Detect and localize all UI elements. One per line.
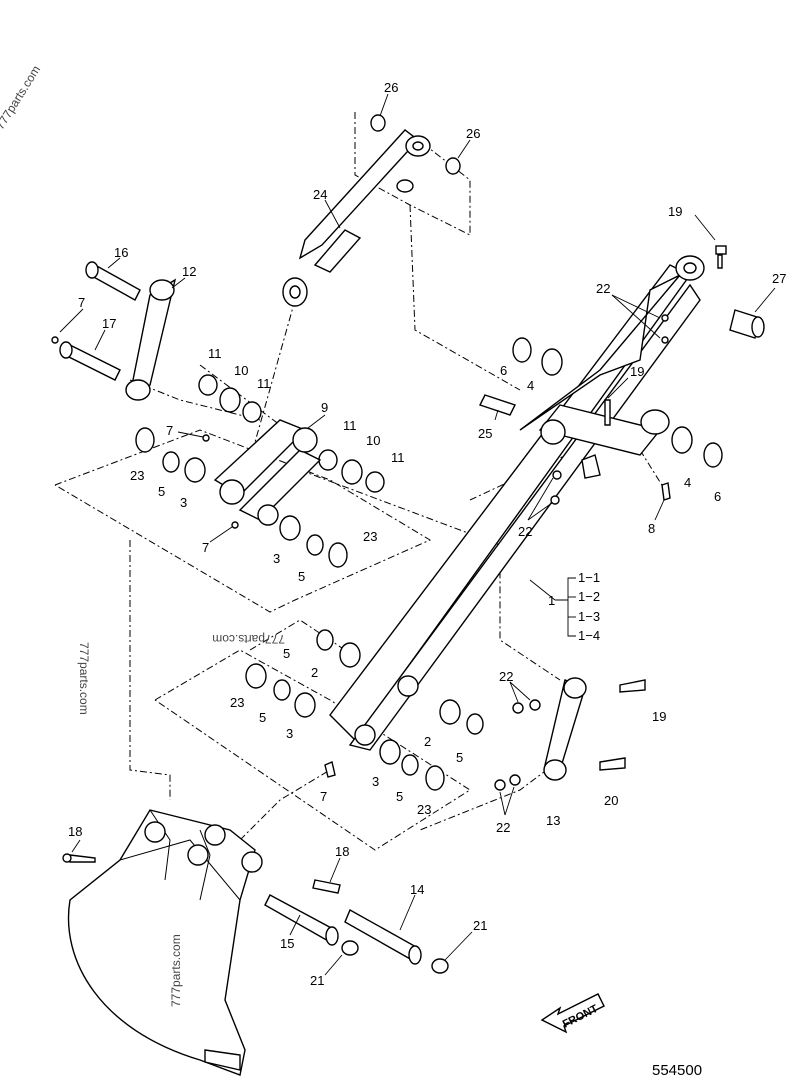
callout-25: 25 <box>478 426 492 441</box>
reference-number: 554500 <box>652 1062 702 1079</box>
callout-22: 22 <box>518 524 532 539</box>
callout-10: 10 <box>366 433 380 448</box>
callout-4: 4 <box>527 378 534 393</box>
callout-3: 3 <box>286 726 293 741</box>
callout-2: 2 <box>424 734 431 749</box>
callout-5: 5 <box>396 789 403 804</box>
bushings-11-10 <box>198 374 385 493</box>
watermark-center: 777parts.com <box>212 632 285 646</box>
bucket-cylinder <box>282 129 431 307</box>
leader-lines <box>59 93 776 976</box>
callout-19: 19 <box>668 204 682 219</box>
callout-8: 8 <box>648 521 655 536</box>
callout-7: 7 <box>202 540 209 555</box>
callout-11: 11 <box>257 376 271 391</box>
seal-rings-26 <box>370 114 461 175</box>
callout-labels: 26 26 24 16 12 7 17 11 10 11 9 7 11 10 1… <box>68 80 786 988</box>
callout-5: 5 <box>158 484 165 499</box>
callout-20: 20 <box>604 793 618 808</box>
callout-26: 26 <box>466 126 480 141</box>
lower-arm-bushings <box>245 629 484 791</box>
callout-1-2: 1−2 <box>578 589 600 604</box>
callout-27: 27 <box>772 271 786 286</box>
callout-6: 6 <box>714 489 721 504</box>
bucket <box>67 809 263 1076</box>
callout-22: 22 <box>496 820 510 835</box>
callout-24: 24 <box>313 187 327 202</box>
callout-19: 19 <box>630 364 644 379</box>
front-direction-arrow: FRONT <box>540 993 605 1034</box>
callout-5: 5 <box>298 569 305 584</box>
callout-1: 1 <box>548 593 555 608</box>
callout-7: 7 <box>166 423 173 438</box>
callout-23: 23 <box>363 529 377 544</box>
arm-assembly-1 <box>329 255 705 751</box>
callout-11: 11 <box>343 418 357 433</box>
callout-23: 23 <box>417 802 431 817</box>
callout-22: 22 <box>499 669 513 684</box>
callout-18: 18 <box>68 824 82 839</box>
pins-and-link-12 <box>51 261 177 401</box>
callout-11: 11 <box>208 346 222 361</box>
link-9 <box>202 419 322 529</box>
callout-23: 23 <box>130 468 144 483</box>
callout-10: 10 <box>234 363 248 378</box>
callout-5: 5 <box>283 646 290 661</box>
callout-9: 9 <box>321 400 328 415</box>
callout-13: 13 <box>546 813 560 828</box>
callout-4: 4 <box>684 475 691 490</box>
callout-1-1: 1−1 <box>578 570 600 585</box>
callout-26: 26 <box>384 80 398 95</box>
callout-16: 16 <box>114 245 128 260</box>
callout-15: 15 <box>280 936 294 951</box>
callout-21: 21 <box>310 973 324 988</box>
callout-5: 5 <box>456 750 463 765</box>
left-seal-group <box>135 427 348 568</box>
bucket-pins <box>62 853 449 974</box>
link-13 <box>494 677 646 791</box>
callout-7: 7 <box>320 789 327 804</box>
callout-3: 3 <box>273 551 280 566</box>
callout-3: 3 <box>180 495 187 510</box>
callout-18: 18 <box>335 844 349 859</box>
callout-12: 12 <box>182 264 196 279</box>
watermark-middle: 777parts.com <box>77 642 91 715</box>
callout-11: 11 <box>391 450 405 465</box>
callout-17: 17 <box>102 316 116 331</box>
callout-23: 23 <box>230 695 244 710</box>
watermark-bucket: 777parts.com <box>169 934 183 1007</box>
watermark-top-left: 777parts.com <box>0 63 43 132</box>
callout-21: 21 <box>473 918 487 933</box>
callout-22: 22 <box>596 281 610 296</box>
callout-6: 6 <box>500 363 507 378</box>
callout-2: 2 <box>311 665 318 680</box>
callout-19: 19 <box>652 709 666 724</box>
callout-1-3: 1−3 <box>578 609 600 624</box>
callout-5: 5 <box>259 710 266 725</box>
callout-14: 14 <box>410 882 424 897</box>
callout-3: 3 <box>372 774 379 789</box>
callout-1-4: 1−4 <box>578 628 600 643</box>
arm-right-parts <box>479 245 765 501</box>
callout-7: 7 <box>78 295 85 310</box>
